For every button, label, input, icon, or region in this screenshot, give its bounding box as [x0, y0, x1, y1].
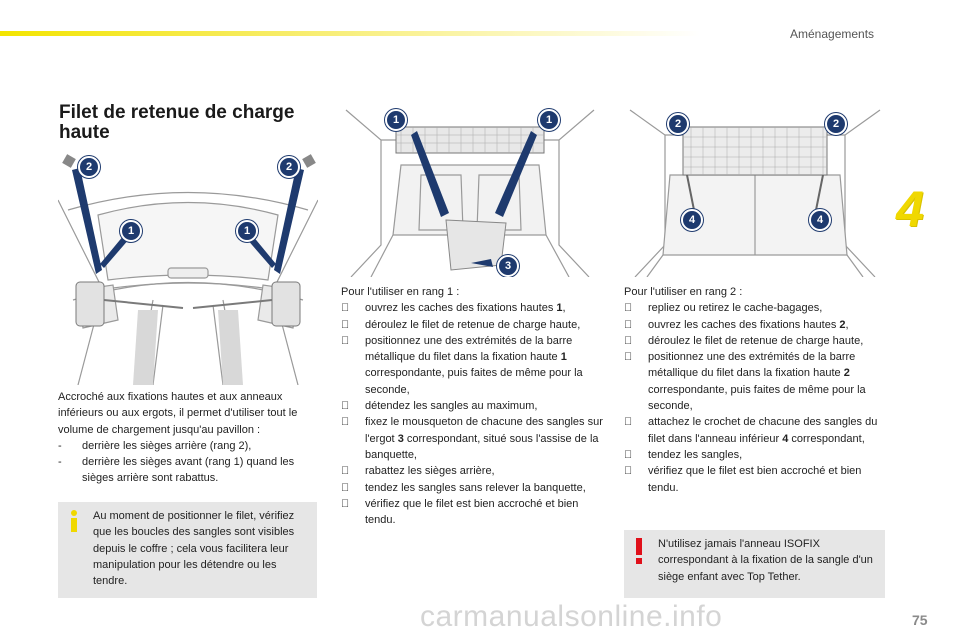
step-text-end: correspondant, situé sous l'assise de la… — [365, 432, 599, 461]
list-item: ouvrez les caches des fixations hautes … — [341, 300, 603, 316]
bullet-marker:  — [624, 447, 638, 463]
page-title: Filet de retenue de charge haute — [59, 102, 295, 143]
list-item:  déroulez le filet de retenue de charge … — [624, 333, 888, 349]
list-item:  repliez ou retirez le cache-bagages, — [624, 300, 888, 316]
step-text: fixez le mousqueton de chacune des sangl… — [365, 416, 603, 445]
figure-roof-fixations: 2 2 1 1 — [58, 150, 318, 385]
step-text: déroulez le filet de retenue de charge h… — [648, 334, 864, 347]
step-text: attachez le crochet de chacune des sangl… — [648, 416, 878, 445]
step-ref: 3 — [397, 432, 404, 445]
info-box: Au moment de positionner le filet, vérif… — [58, 502, 317, 598]
figure-boot-rang1: 1 1 3 — [341, 105, 599, 277]
chapter-number: 4 — [896, 181, 924, 237]
rang1-heading: Pour l'utiliser en rang 1 : — [341, 286, 460, 298]
list-item: - derrière les sièges avant (rang 1) quan… — [58, 454, 320, 487]
list-item: ouvrez les caches des fixations hautes … — [624, 317, 888, 333]
step-text: positionnez une des extrémités de la bar… — [648, 351, 856, 380]
list-item:  tendez les sangles, — [624, 447, 888, 463]
step-text-end: correspondante, puis faites de même pour… — [365, 367, 583, 396]
step-text-end: , — [562, 302, 566, 315]
rang1-steps: ouvrez les caches des fixations hautes … — [341, 300, 603, 528]
bullet-marker:  — [624, 349, 638, 365]
list-item-text: derrière les sièges arrière (rang 2), — [82, 439, 252, 452]
callout-badge: 1 — [538, 109, 560, 131]
step-text: ouvrez les caches des fixations hautes — [365, 302, 557, 315]
list-item:  déroulez le filet de retenue de charge … — [341, 317, 603, 333]
callout-badge: 4 — [681, 209, 703, 231]
callout-badge: 2 — [78, 156, 100, 178]
bullet-marker:  — [624, 463, 638, 479]
list-item:  tendez les sangles sans relever la banq… — [341, 480, 603, 496]
bullet-marker:  — [341, 414, 355, 430]
info-icon — [67, 510, 81, 532]
section-title: Aménagements — [790, 27, 875, 41]
step-ref: 2 — [839, 318, 846, 331]
figure-boot-rang2: 2 2 4 4 — [625, 105, 885, 277]
intro-paragraph: Accroché aux fixations hautes et aux ann… — [58, 391, 298, 436]
intro-list: - derrière les sièges arrière (rang 2), -… — [58, 438, 320, 487]
footer-watermark: carmanualsonline.info — [420, 600, 723, 633]
step-ref: 4 — [782, 432, 789, 445]
step-ref: 2 — [843, 367, 850, 380]
bullet-marker:  — [341, 463, 355, 479]
callout-badge: 2 — [667, 113, 689, 135]
dash-marker: - — [58, 456, 62, 469]
header-accent-bar — [0, 31, 700, 36]
bullet-marker:  — [341, 398, 355, 414]
rang1-instructions: Pour l'utiliser en rang 1 :  ouvrez les … — [341, 284, 603, 528]
bullet-marker:  — [341, 317, 355, 333]
step-ref: 1 — [560, 351, 567, 364]
bullet-marker:  — [341, 480, 355, 496]
list-item:  vérifiez que le filet est bien accroché… — [624, 463, 888, 496]
list-item:  fixez le mousqueton de chacune des sang… — [341, 414, 603, 463]
list-item:  détendez les sangles au maximum, — [341, 398, 603, 414]
page-number: 75 — [912, 612, 928, 628]
step-text: détendez les sangles au maximum, — [365, 400, 538, 413]
step-text: vérifiez que le filet est bien accroché … — [648, 465, 862, 494]
step-text: déroulez le filet de retenue de charge h… — [365, 318, 581, 331]
callout-badge: 1 — [236, 220, 258, 242]
bullet-marker:  — [624, 300, 638, 316]
step-text-end: , — [845, 318, 849, 331]
callout-badge: 2 — [278, 156, 300, 178]
callout-badge: 4 — [809, 209, 831, 231]
bullet-marker:  — [624, 414, 638, 430]
callout-badge: 3 — [497, 255, 519, 277]
callout-badge: 2 — [825, 113, 847, 135]
list-item-text: derrière les sièges avant (rang 1) quand… — [82, 456, 295, 485]
warning-box: N'utilisez jamais l'anneau ISOFIX corres… — [624, 530, 885, 598]
rang2-heading: Pour l'utiliser en rang 2 : — [624, 286, 743, 298]
list-item:  attachez le crochet de chacune des sang… — [624, 414, 888, 447]
warning-text: N'utilisez jamais l'anneau ISOFIX corres… — [658, 538, 873, 583]
rang2-instructions: Pour l'utiliser en rang 2 :  repliez ou … — [624, 284, 888, 496]
bullet-marker:  — [341, 300, 355, 316]
step-text-end: correspondant, — [788, 432, 865, 445]
bullet-marker:  — [341, 496, 355, 512]
bullet-marker:  — [624, 333, 638, 349]
step-text: rabattez les sièges arrière, — [365, 465, 495, 478]
bullet-marker:  — [341, 333, 355, 349]
list-item:  positionnez une des extrémités de la ba… — [341, 333, 603, 398]
list-item:  positionnez une des extrémités de la ba… — [624, 349, 888, 414]
callout-badge: 1 — [120, 220, 142, 242]
step-text: positionnez une des extrémités de la bar… — [365, 334, 573, 364]
step-text-end: correspondante, puis faites de même pour… — [648, 383, 866, 413]
list-item:  vérifiez que le filet est bien accroché… — [341, 496, 603, 529]
list-item: - derrière les sièges arrière (rang 2), — [58, 438, 320, 454]
step-text: ouvrez les caches des fixations hautes — [648, 318, 840, 331]
list-item:  rabattez les sièges arrière, — [341, 463, 603, 479]
info-text: Au moment de positionner le filet, vérif… — [93, 510, 295, 588]
rang2-steps:  repliez ou retirez le cache-bagages,  o… — [624, 300, 888, 496]
callout-badge: 1 — [385, 109, 407, 131]
step-text: vérifiez que le filet est bien accroché … — [365, 497, 579, 527]
bullet-marker:  — [624, 317, 638, 333]
dash-marker: - — [58, 439, 62, 452]
intro-text: Accroché aux fixations hautes et aux ann… — [58, 389, 320, 487]
step-text: tendez les sangles, — [648, 448, 743, 461]
step-text: repliez ou retirez le cache-bagages, — [648, 302, 823, 315]
exclamation-icon — [634, 538, 644, 564]
step-text: tendez les sangles sans relever la banqu… — [365, 481, 586, 494]
step-ref: 1 — [556, 302, 563, 315]
